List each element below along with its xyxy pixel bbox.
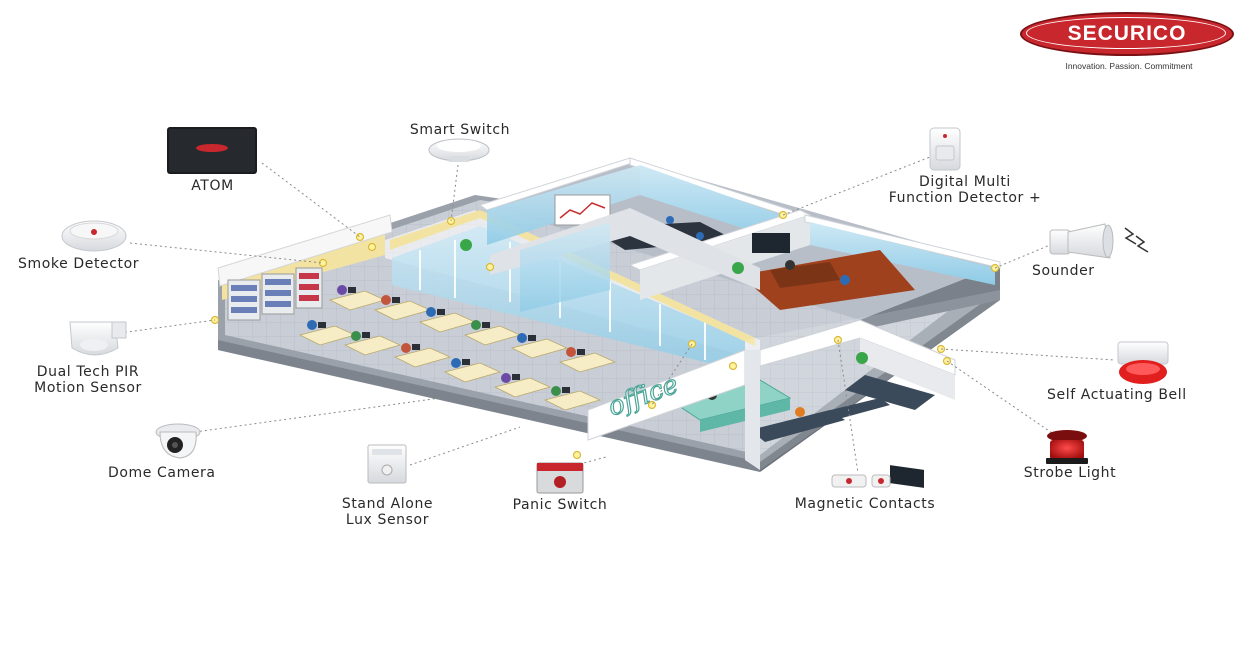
- smoke-detector-icon: [61, 220, 127, 252]
- label-atom: ATOM: [191, 178, 234, 194]
- bell-icon: [1117, 341, 1169, 384]
- label-smoke-detector: Smoke Detector: [18, 256, 140, 272]
- label-dmfd-line1: Digital Multi: [919, 174, 1011, 190]
- open-office-workstations: [298, 285, 617, 411]
- label-dmfd-line2: Function Detector +: [888, 190, 1042, 206]
- logo-inner-ring: [1026, 17, 1226, 49]
- atom-hub-icon: [167, 127, 257, 174]
- label-pir-line1: Dual Tech PIR: [36, 364, 140, 380]
- wall-tv: [752, 233, 790, 253]
- logo-tagline: Innovation. Passion. Commitment: [1065, 61, 1193, 71]
- label-lux-line2: Lux Sensor: [345, 512, 430, 528]
- plants: [460, 239, 868, 364]
- smart-switch-icon: [428, 138, 490, 162]
- label-multi-detector: Digital Multi Function Detector +: [850, 174, 1080, 206]
- label-panic-switch: Panic Switch: [512, 497, 608, 513]
- sounder-icon: [1049, 223, 1149, 259]
- magnetic-contact-icon: [831, 474, 891, 488]
- strobe-light-icon: [1046, 430, 1088, 464]
- office-building-illustration: office: [210, 157, 1001, 488]
- securico-logo: SECURICO Innovation. Passion. Commitment: [1020, 12, 1236, 72]
- label-dome-camera: Dome Camera: [108, 465, 216, 481]
- label-pir-sensor: Dual Tech PIR Motion Sensor: [8, 364, 168, 396]
- lux-sensor-icon: [367, 444, 407, 484]
- pir-sensor-icon: [69, 321, 127, 356]
- lobby-sofa: [845, 375, 935, 410]
- label-magnetic-contacts: Magnetic Contacts: [794, 496, 936, 512]
- dome-camera-icon: [155, 423, 201, 459]
- multi-detector-icon: [929, 127, 961, 171]
- label-sounder: Sounder: [1032, 263, 1095, 279]
- logo-wordmark: SECURICO: [1067, 22, 1187, 45]
- lobby-tv: [890, 465, 924, 488]
- label-lux-sensor: Stand Alone Lux Sensor: [310, 496, 465, 528]
- label-self-actuating-bell: Self Actuating Bell: [1047, 387, 1187, 403]
- storage-shelves: [227, 267, 323, 321]
- label-strobe-light: Strobe Light: [1023, 465, 1117, 481]
- label-lux-line1: Stand Alone: [341, 496, 434, 512]
- connector-lines: [119, 154, 1116, 474]
- panic-switch-icon: [536, 462, 584, 494]
- label-pir-line2: Motion Sensor: [34, 380, 142, 396]
- label-smart-switch: Smart Switch: [409, 122, 511, 138]
